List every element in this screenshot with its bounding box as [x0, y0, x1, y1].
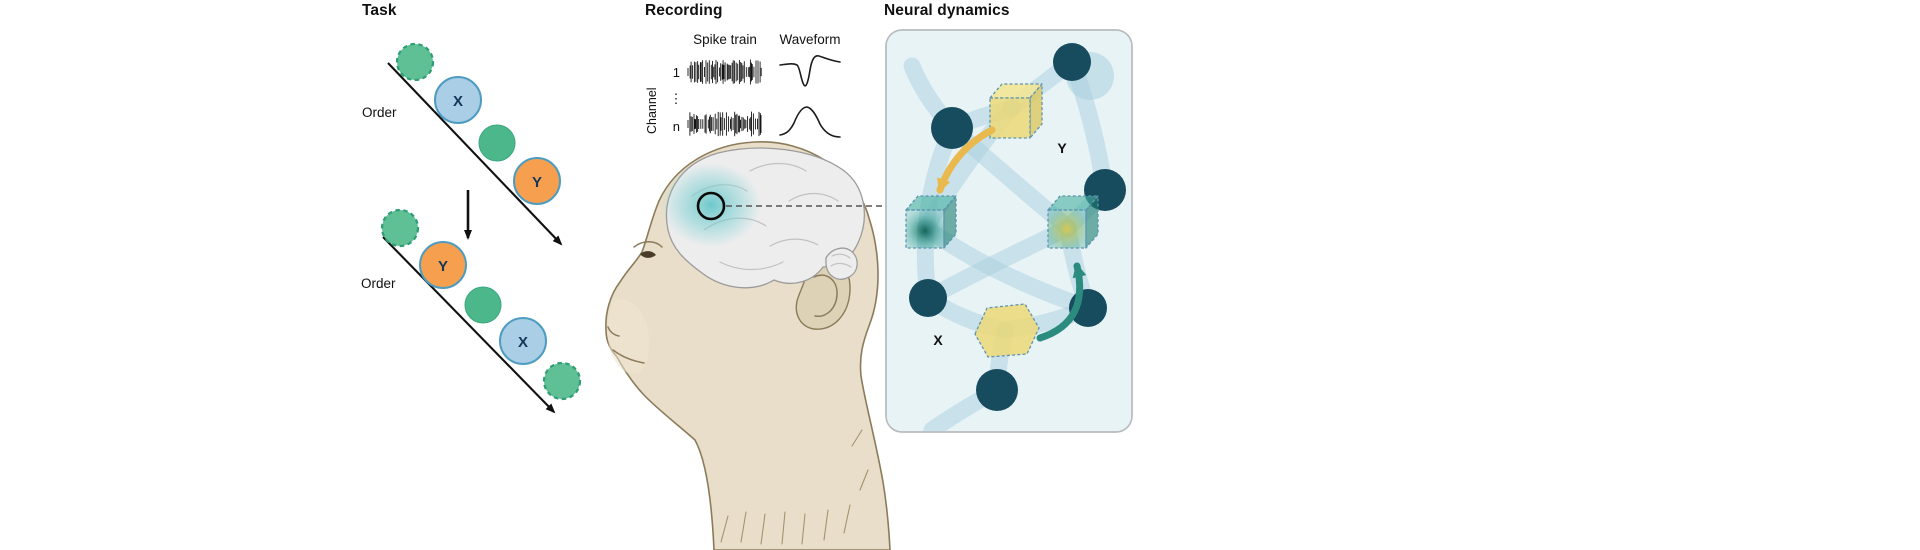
- neural-panel-border: [885, 29, 1133, 433]
- sequence2-order-arrow: [382, 236, 556, 414]
- network-node: [1053, 43, 1091, 81]
- stimulus-circle-x: [499, 317, 547, 365]
- waveform-channel-1: [779, 55, 841, 87]
- label-x: X: [933, 332, 943, 348]
- monkey-muzzle: [607, 299, 650, 374]
- stimulus-circle-y: [419, 241, 467, 289]
- distractor-circle: [478, 124, 516, 162]
- monkey-eye: [640, 251, 656, 258]
- recording-diagram: Spike train Waveform Channel 1 ⋮ n: [605, 32, 891, 550]
- stimulus-label-x: X: [518, 334, 528, 351]
- waveform-channel-n: [779, 106, 841, 138]
- spike-train-label: Spike train: [693, 32, 757, 47]
- task-diagram: Order X Y Order Y X: [361, 42, 582, 414]
- stimulus-circle-x: [434, 76, 482, 124]
- neural-dynamics-diagram: Y X: [885, 29, 1133, 433]
- waveform-label: Waveform: [779, 32, 840, 47]
- stimulus-circle-y: [513, 157, 561, 205]
- transition-arrow-teal: [1036, 262, 1087, 342]
- stimulus-label-y: Y: [438, 258, 448, 275]
- spike-train-channel-1: [687, 59, 762, 85]
- channel-n-label: n: [673, 119, 680, 134]
- order-label-1: Order: [362, 105, 397, 120]
- network-node: [976, 369, 1018, 411]
- channel-ellipsis: ⋮: [670, 91, 683, 106]
- monkey-head: [605, 141, 891, 550]
- distractor-circle-dotted: [380, 208, 420, 248]
- stimulus-label-y: Y: [532, 174, 542, 191]
- monkey-brain: [661, 147, 865, 289]
- recording-panel-title: Recording: [645, 2, 723, 19]
- order-label-2: Order: [361, 276, 396, 291]
- transition-arrow-yellow: [936, 126, 996, 194]
- brain-activity-glow: [661, 163, 761, 247]
- state-cube-green-left: [905, 195, 957, 249]
- monkey-brow: [633, 241, 663, 248]
- label-y: Y: [1057, 140, 1067, 156]
- distractor-circle-dotted: [395, 42, 435, 82]
- recording-site-circle: [696, 191, 726, 221]
- stimulus-label-x: X: [453, 93, 463, 110]
- state-cube-x: [974, 303, 1040, 358]
- distractor-circle-dotted: [542, 361, 582, 401]
- sequence1-order-arrow: [387, 62, 563, 246]
- monkey-mouth: [612, 349, 645, 364]
- network-node: [909, 279, 947, 317]
- monkey-nostril: [607, 326, 620, 337]
- state-cube-y: [989, 83, 1043, 139]
- monkey-fur: [720, 429, 869, 545]
- spike-trains: [687, 59, 762, 137]
- neural-panel-title: Neural dynamics: [884, 2, 1010, 19]
- channel-axis-label: Channel: [645, 87, 659, 134]
- channel-1-label: 1: [673, 65, 680, 80]
- task-panel-title: Task: [362, 2, 397, 19]
- monkey-ear-inner: [813, 274, 838, 317]
- state-cube-green-right: [1047, 195, 1099, 249]
- network-node: [931, 107, 973, 149]
- distractor-circle: [464, 286, 502, 324]
- spike-train-channel-n: [687, 111, 762, 137]
